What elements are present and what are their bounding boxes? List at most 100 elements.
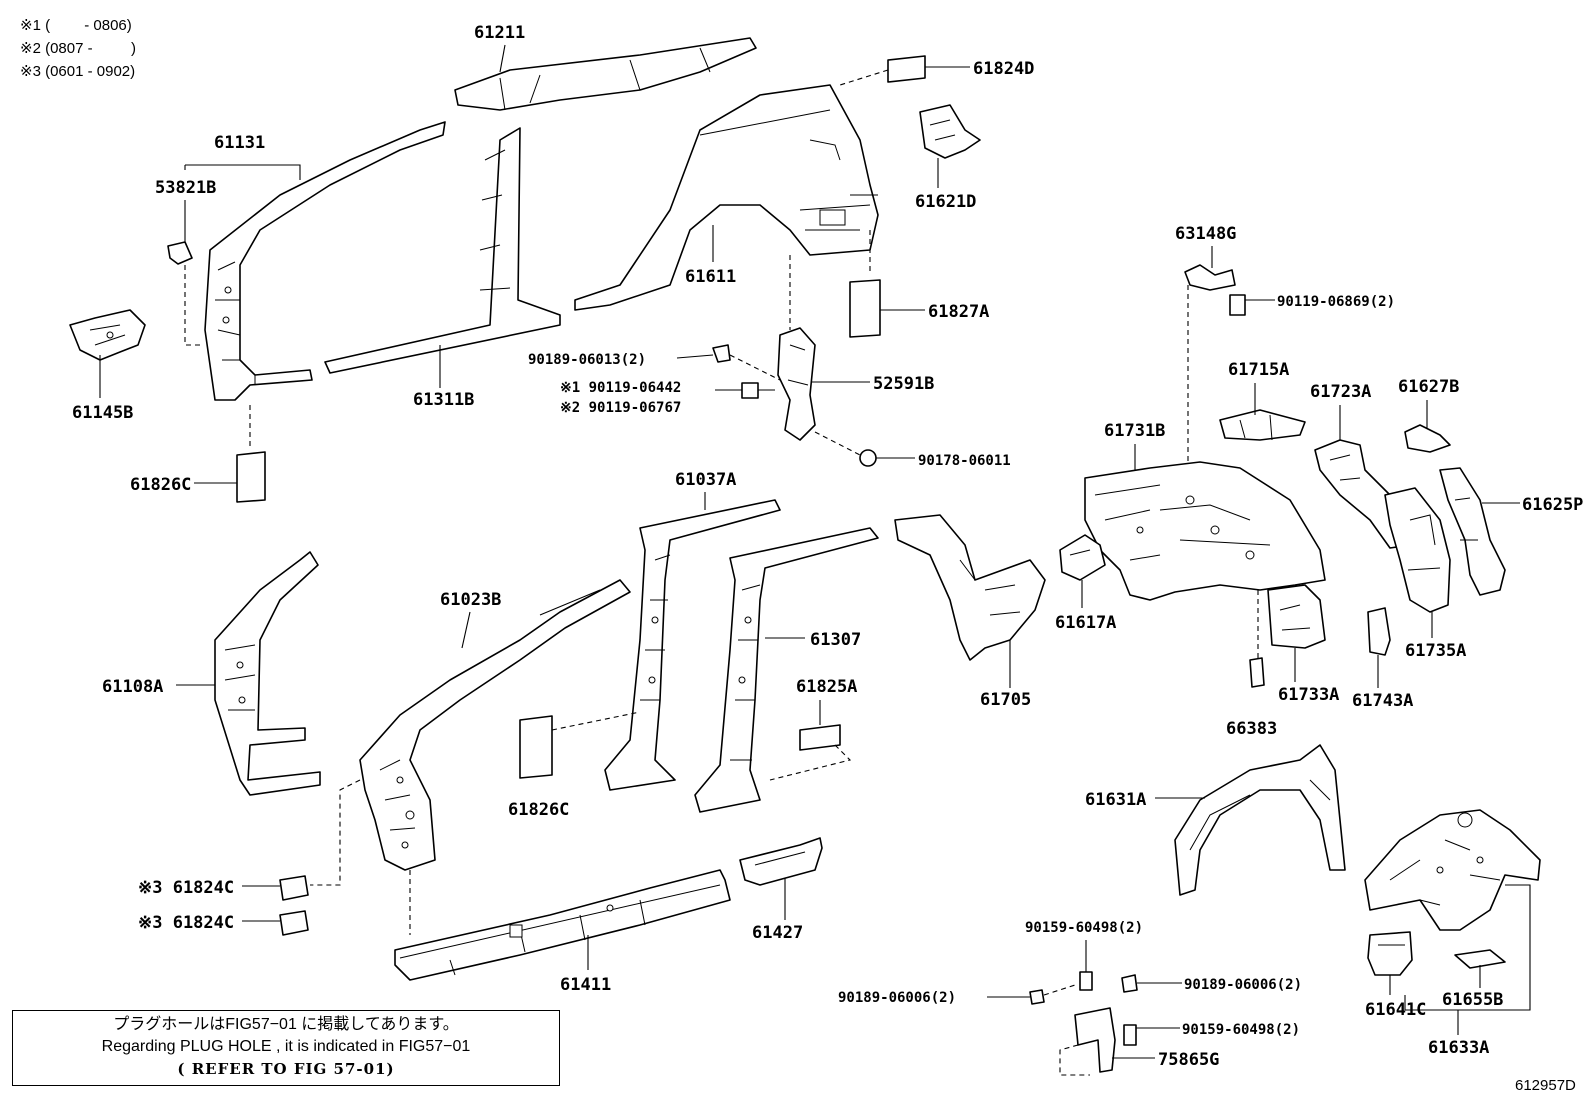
label-61307[interactable]: 61307	[810, 630, 861, 650]
legend-line-1: ※1 ( - 0806)	[20, 17, 132, 34]
part-90189-06006-nut-left	[1029, 989, 1045, 1005]
label-61131[interactable]: 61131	[214, 133, 265, 153]
legend: ※1 ( - 0806) ※2 (0807 - ) ※3 (0601 - 090…	[20, 17, 136, 80]
legend-line-3: ※3 (0601 - 0902)	[20, 63, 135, 80]
part-61631A-liner	[1174, 744, 1346, 896]
part-61705-bracket	[894, 514, 1046, 661]
label-61641C[interactable]: 61641C	[1365, 1000, 1426, 1020]
label-61427[interactable]: 61427	[752, 923, 803, 943]
label-61617A[interactable]: 61617A	[1055, 613, 1116, 633]
label-61827A[interactable]: 61827A	[928, 302, 989, 322]
part-75865G-bracket	[1074, 1007, 1116, 1073]
part-61715A-bracket	[1219, 409, 1306, 441]
label-61723A[interactable]: 61723A	[1310, 382, 1371, 402]
part-90119-06869-bolt	[1229, 294, 1246, 316]
part-61633A-wheelhouse-outer	[1364, 809, 1541, 931]
label-61824C-lower[interactable]: ※3 61824C	[138, 913, 234, 933]
part-90189-06006-nut-right	[1121, 974, 1138, 993]
label-61715A[interactable]: 61715A	[1228, 360, 1289, 380]
label-90159-60498-lower[interactable]: 90159-60498(2)	[1182, 1022, 1300, 1038]
label-61733A[interactable]: 61733A	[1278, 685, 1339, 705]
part-61825A-pad	[799, 724, 841, 751]
part-52591B-bracket	[777, 327, 816, 441]
label-90119-06442[interactable]: ※1 90119-06442	[560, 380, 681, 396]
legend-line-2: ※2 (0807 - )	[20, 40, 136, 57]
part-61211-roof-rail	[454, 37, 757, 111]
label-61311B[interactable]: 61311B	[413, 390, 474, 410]
part-63148G-bracket	[1184, 264, 1236, 291]
label-61735A[interactable]: 61735A	[1405, 641, 1466, 661]
label-61611[interactable]: 61611	[685, 267, 736, 287]
part-61641C-bracket	[1367, 931, 1413, 976]
note-line-en: Regarding PLUG HOLE , it is indicated in…	[101, 1038, 471, 1055]
label-90189-06006-left[interactable]: 90189-06006(2)	[838, 990, 956, 1006]
part-61307-center-pillar-outer	[694, 527, 879, 813]
part-90178-06011-nut	[859, 449, 877, 467]
part-90119-bolt	[741, 382, 775, 399]
part-61131-front-pillar	[204, 121, 446, 401]
label-61824C-upper[interactable]: ※3 61824C	[138, 878, 234, 898]
label-61625P[interactable]: 61625P	[1522, 495, 1583, 515]
label-61411[interactable]: 61411	[560, 975, 611, 995]
part-61427-bracket	[739, 837, 823, 886]
part-61621D-bracket	[919, 104, 981, 159]
part-90189-06013-nut	[712, 344, 731, 363]
label-61824D[interactable]: 61824D	[973, 59, 1034, 79]
label-61826C-upper[interactable]: 61826C	[130, 475, 191, 495]
part-61826C-upper	[236, 451, 266, 503]
label-61108A[interactable]: 61108A	[102, 677, 163, 697]
part-53821B-clip	[167, 241, 193, 265]
label-66383[interactable]: 66383	[1226, 719, 1277, 739]
label-61633A[interactable]: 61633A	[1428, 1038, 1489, 1058]
note-line-jp: プラグホールはFIG57−01 に掲載してあります。	[113, 1016, 459, 1033]
part-61311B-rocker-outer	[324, 127, 561, 374]
part-61108A-pillar	[214, 551, 321, 796]
part-61617A-bracket	[1059, 534, 1106, 581]
label-61037A[interactable]: 61037A	[675, 470, 736, 490]
part-61655B-plate	[1454, 949, 1506, 969]
part-61145B-bracket	[69, 309, 146, 361]
label-61631A[interactable]: 61631A	[1085, 790, 1146, 810]
part-61037A-center-pillar	[604, 499, 781, 791]
label-61211[interactable]: 61211	[474, 23, 525, 43]
part-61827A-pad	[849, 279, 881, 338]
label-90159-60498-upper[interactable]: 90159-60498(2)	[1025, 920, 1143, 936]
label-90189-06006-right[interactable]: 90189-06006(2)	[1184, 977, 1302, 993]
label-90178-06011[interactable]: 90178-06011	[918, 453, 1011, 469]
part-61824C-lower	[279, 910, 309, 936]
label-61621D[interactable]: 61621D	[915, 192, 976, 212]
plug-hole-note: プラグホールはFIG57−01 に掲載してあります。 Regarding PLU…	[12, 1010, 560, 1086]
part-61743A-bracket	[1367, 607, 1391, 656]
part-61824D-pad	[887, 55, 926, 83]
part-61826C-lower	[519, 715, 553, 779]
label-61731B[interactable]: 61731B	[1104, 421, 1165, 441]
label-61705[interactable]: 61705	[980, 690, 1031, 710]
part-90159-60498-screw-upper	[1079, 971, 1093, 991]
part-61731B-wheelhouse-inner	[1084, 461, 1326, 601]
part-61733A-bracket	[1267, 584, 1326, 649]
part-90159-60498-screw-lower	[1123, 1024, 1137, 1046]
part-61023B-front-pillar-inner	[359, 579, 631, 871]
label-63148G[interactable]: 63148G	[1175, 224, 1236, 244]
part-61411-rocker-inner	[394, 869, 731, 981]
part-66383-clip	[1249, 657, 1265, 688]
label-52591B[interactable]: 52591B	[873, 374, 934, 394]
label-61743A[interactable]: 61743A	[1352, 691, 1413, 711]
label-53821B[interactable]: 53821B	[155, 178, 216, 198]
label-75865G[interactable]: 75865G	[1158, 1050, 1219, 1070]
label-90119-06767[interactable]: ※2 90119-06767	[560, 400, 681, 416]
label-61825A[interactable]: 61825A	[796, 677, 857, 697]
label-61627B[interactable]: 61627B	[1398, 377, 1459, 397]
note-line-ref[interactable]: ( REFER TO FIG 57-01)	[177, 1060, 395, 1078]
label-61145B[interactable]: 61145B	[72, 403, 133, 423]
part-61735A-extension	[1384, 487, 1451, 613]
part-61625P-extension	[1439, 467, 1506, 596]
label-61655B[interactable]: 61655B	[1442, 990, 1503, 1010]
label-90119-06869[interactable]: 90119-06869(2)	[1277, 294, 1395, 310]
label-90189-06013[interactable]: 90189-06013(2)	[528, 352, 646, 368]
label-61826C-lower[interactable]: 61826C	[508, 800, 569, 820]
figure-id: 612957D	[1515, 1077, 1576, 1094]
part-61824C-upper	[279, 875, 309, 901]
label-61023B[interactable]: 61023B	[440, 590, 501, 610]
